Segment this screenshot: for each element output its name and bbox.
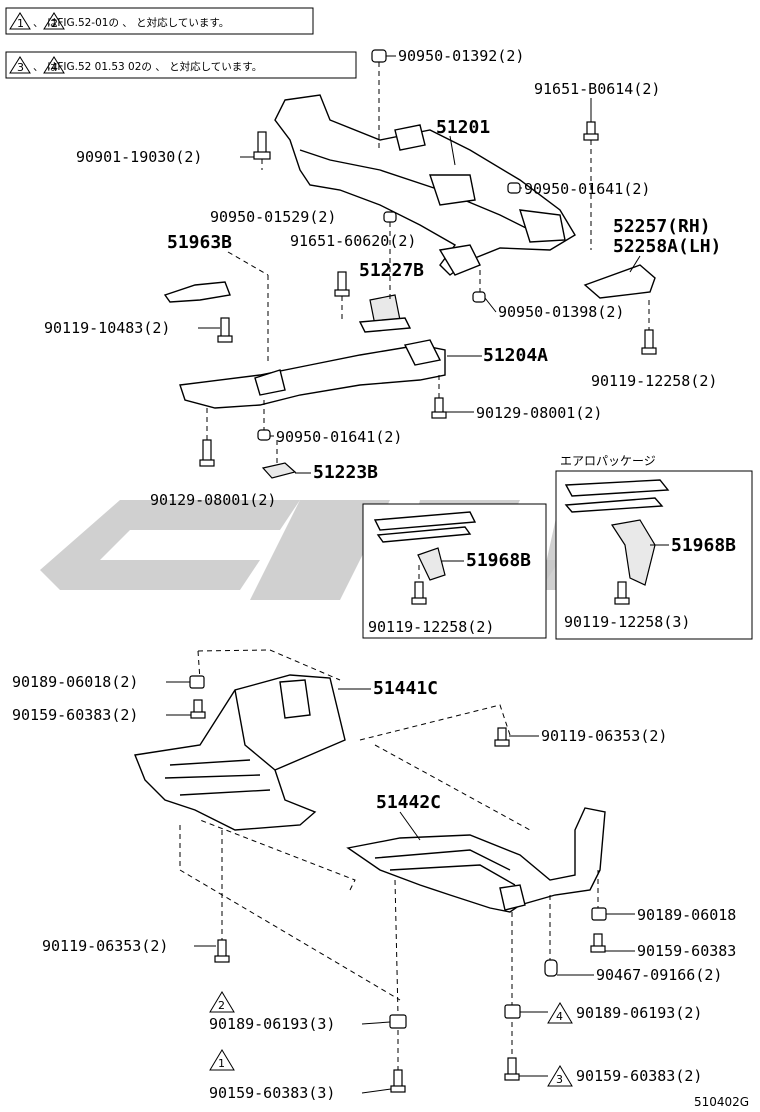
label-51223B: 51223B [313, 462, 378, 483]
label-90159-60383-c: 90159-60383(3) [209, 1084, 335, 1102]
label-90119-12258-a: 90119-12258(2) [591, 372, 717, 390]
label-51204A: 51204A [483, 345, 548, 366]
bracket-52257-52258A [583, 264, 656, 299]
label-90901-19030: 90901-19030(2) [76, 148, 202, 166]
inset-box-left: 51968B 90119-12258(2) [362, 503, 547, 639]
label-90159-60383-b: 90159-60383 [637, 942, 736, 960]
svg-text:4: 4 [51, 61, 58, 74]
marker-3-icon [547, 1065, 573, 1087]
marker-2-icon [209, 991, 235, 1013]
label-90119-06353-a: 90119-06353(2) [541, 727, 667, 745]
svg-text:1: 1 [218, 1057, 225, 1070]
lower-fasteners [189, 675, 607, 1093]
label-51441C: 51441C [373, 678, 438, 699]
svg-text:2: 2 [51, 17, 58, 30]
label-90159-60383-d: 90159-60383(2) [576, 1067, 702, 1085]
label-90189-06018-a: 90189-06018(2) [12, 673, 138, 691]
lower-dashed-guides [179, 649, 599, 1070]
marker-4-icon [547, 1002, 573, 1024]
label-90159-60383-a: 90159-60383(2) [12, 706, 138, 724]
label-90189-06193-b: 90189-06193(2) [576, 1004, 702, 1022]
svg-text:4: 4 [556, 1010, 563, 1023]
label-90119-12258-b: 90119-12258(2) [368, 618, 494, 636]
upper-dashed-guides [206, 62, 650, 463]
label-90119-10483: 90119-10483(2) [44, 319, 170, 337]
label-90189-06018-b: 90189-06018 [637, 906, 736, 924]
label-91651-60620: 91651-60620(2) [290, 232, 416, 250]
mount-51227B [358, 294, 412, 333]
note-box-1: 1 2 、 はFIG.52-01の 、 と対応しています。 [5, 7, 314, 35]
note-box-2: 3 4 、 はFIG.52 01.53 02の 、 と対応しています。 [5, 51, 357, 79]
label-51968B-b: 51968B [671, 535, 736, 556]
note-1-text: 、 はFIG.52-01の 、 と対応しています。 [33, 16, 229, 29]
svg-text:1: 1 [17, 17, 24, 30]
label-90950-01392: 90950-01392(2) [398, 47, 524, 65]
upper-labels: 51201 51963B 51227B 52257(RH) 52258A(LH)… [44, 47, 721, 509]
under-cover-51441C [134, 674, 346, 831]
pad-51223B [261, 462, 297, 479]
label-90129-08001-b: 90129-08001(2) [150, 491, 276, 509]
label-51963B: 51963B [167, 232, 232, 253]
label-90467-09166: 90467-09166(2) [596, 966, 722, 984]
inset-box-right: エアロパッケージ 51968B 90119-12258(3) [555, 454, 753, 640]
label-90950-01398: 90950-01398(2) [498, 303, 624, 321]
svg-text:2: 2 [218, 999, 225, 1012]
bracket-51963B [163, 281, 231, 303]
label-90129-08001-a: 90129-08001(2) [476, 404, 602, 422]
crossmember-51201 [274, 94, 576, 276]
label-90119-06353-b: 90119-06353(2) [42, 937, 168, 955]
figure-code: 510402G [694, 1095, 749, 1109]
label-51227B: 51227B [359, 260, 424, 281]
svg-text:3: 3 [556, 1073, 563, 1086]
crossmember-51204A [179, 339, 446, 409]
lower-labels: 51441C 51442C 90189-06018(2) 90159-60383… [12, 673, 749, 1109]
svg-text:3: 3 [17, 61, 24, 74]
inset-title: エアロパッケージ [560, 454, 656, 468]
label-52257: 52257(RH) [613, 216, 711, 237]
note-2-text: 、 はFIG.52 01.53 02の 、 と対応しています。 [33, 60, 262, 73]
label-51442C: 51442C [376, 792, 441, 813]
label-51201: 51201 [436, 117, 490, 138]
label-90119-12258-c: 90119-12258(3) [564, 613, 690, 631]
label-91651-B0614: 91651-B0614(2) [534, 80, 660, 98]
label-90950-01529: 90950-01529(2) [210, 208, 336, 226]
under-cover-51442C [346, 807, 606, 913]
label-90950-01641-a: 90950-01641(2) [524, 180, 650, 198]
label-90189-06193-a: 90189-06193(3) [209, 1015, 335, 1033]
label-90950-01641-b: 90950-01641(2) [276, 428, 402, 446]
label-52258A: 52258A(LH) [613, 236, 721, 257]
marker-1-icon [209, 1049, 235, 1071]
label-51968B-a: 51968B [466, 550, 531, 571]
